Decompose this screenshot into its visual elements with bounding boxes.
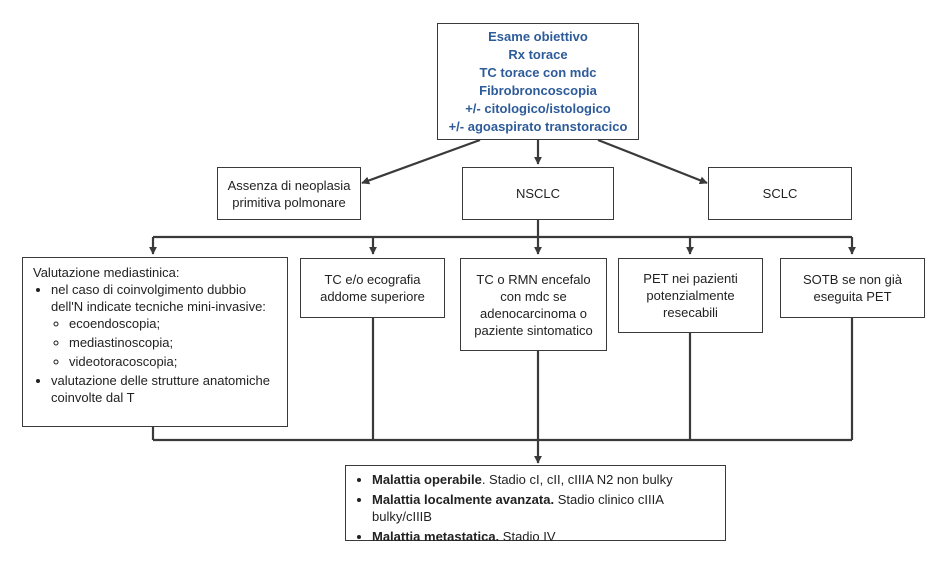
mediastinal-title: Valutazione mediastinica:	[33, 265, 180, 280]
nsclc-label: NSCLC	[515, 186, 561, 201]
initial-exam-box: Esame obiettivo Rx torace TC torace con …	[437, 23, 639, 140]
outcome-advanced: Malattia localmente avanzata. Stadio cli…	[372, 491, 717, 525]
arrow-exam-to-sclc	[597, 138, 708, 185]
sotb-line: SOTB se non già	[803, 272, 902, 287]
exam-line: +/- agoaspirato transtoracico	[448, 118, 628, 134]
no-neoplasia-line: primitiva polmonare	[232, 194, 346, 210]
outcome-operable-label: Malattia operabile	[372, 472, 482, 487]
arrow-exam-to-no-neoplasia	[361, 138, 481, 185]
no-neoplasia-line: Assenza di neoplasia	[227, 177, 351, 193]
mediastinal-bullet-anatomy: valutazione delle strutture anatomiche c…	[51, 372, 281, 406]
mediastinal-evaluation-box: Valutazione mediastinica: nel caso di co…	[22, 257, 288, 427]
sclc-label: SCLC	[762, 186, 798, 201]
exam-line: TC torace con mdc	[479, 64, 597, 80]
technique-list: ecoendoscopia; mediastinoscopia; videoto…	[51, 315, 281, 370]
technique-item: mediastinoscopia;	[69, 334, 281, 351]
mediastinal-bullet-doubt-text: nel caso di coinvolgimento dubbio dell'N…	[51, 282, 266, 314]
brain-line: paziente sintomatico	[474, 322, 593, 338]
exam-line: +/- citologico/istologico	[465, 100, 611, 116]
exam-line: Rx torace	[508, 46, 568, 62]
exam-line: Fibrobroncoscopia	[479, 82, 597, 98]
technique-item: videotoracoscopia;	[69, 353, 281, 370]
sotb-line: eseguita PET	[813, 289, 892, 304]
outcome-box: Malattia operabile. Stadio cI, cII, cIII…	[345, 465, 726, 544]
no-neoplasia-box: Assenza di neoplasia primitiva polmonare	[217, 167, 361, 220]
exam-line: Esame obiettivo	[488, 28, 588, 44]
outcome-metastatic: Malattia metastatica. Stadio IV	[372, 528, 717, 545]
pet-box: PET nei pazienti potenzialmente resecabi…	[618, 258, 763, 333]
brain-line: TC o RMN encefalo	[476, 271, 591, 287]
nsclc-box: NSCLC	[462, 167, 614, 220]
brain-line: adenocarcinoma o	[480, 305, 587, 321]
brain-imaging-box: TC o RMN encefalo con mdc se adenocarcin…	[460, 258, 607, 351]
mediastinal-bullet-doubt: nel caso di coinvolgimento dubbio dell'N…	[51, 281, 281, 370]
outcome-metastatic-stage: Stadio IV	[499, 529, 556, 544]
outcome-operable: Malattia operabile. Stadio cI, cII, cIII…	[372, 471, 717, 488]
pet-line: potenzialmente	[646, 288, 735, 303]
sotb-box: SOTB se non già eseguita PET	[780, 258, 925, 318]
outcome-operable-stage: . Stadio cI, cII, cIIIA N2 non bulky	[481, 472, 673, 487]
abdomen-box: TC e/o ecografia addome superiore	[300, 258, 445, 318]
abdomen-line: addome superiore	[320, 289, 425, 304]
brain-line: con mdc se	[500, 288, 567, 304]
outcome-list: Malattia operabile. Stadio cI, cII, cIII…	[354, 471, 717, 545]
outcome-advanced-stage: Stadio clinico cIIIA bulky/cIIIB	[372, 492, 664, 524]
pet-line: PET nei pazienti	[643, 271, 738, 286]
mediastinal-list: nel caso di coinvolgimento dubbio dell'N…	[33, 281, 281, 406]
technique-item: ecoendoscopia;	[69, 315, 281, 332]
abdomen-line: TC e/o ecografia	[324, 272, 421, 287]
outcome-advanced-label: Malattia localmente avanzata.	[372, 492, 555, 507]
outcome-metastatic-label: Malattia metastatica.	[372, 529, 500, 544]
pet-line: resecabili	[663, 305, 718, 320]
sclc-box: SCLC	[708, 167, 852, 220]
